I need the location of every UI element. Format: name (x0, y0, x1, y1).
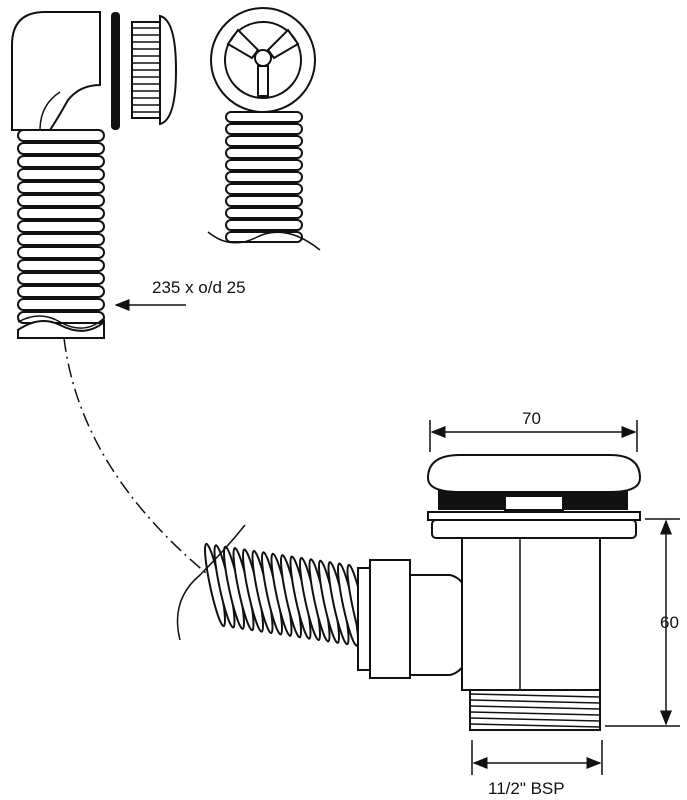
hose-rib (17, 285, 105, 298)
hose-rib (17, 220, 105, 233)
hose-rib (17, 207, 105, 220)
hose-rib (17, 194, 105, 207)
hose-rib (225, 111, 303, 123)
hose-rib (17, 233, 105, 246)
hose-rib (17, 246, 105, 259)
overflow-grate (210, 7, 316, 113)
gasket (111, 12, 120, 130)
hose-rib (17, 259, 105, 272)
overflow-elbow (11, 11, 101, 131)
hose-rib (225, 159, 303, 171)
hose-rib (17, 181, 105, 194)
height-label: 60 (660, 613, 679, 632)
thread-line (469, 717, 601, 722)
hose-rib (17, 142, 105, 155)
hose-middle (225, 111, 303, 243)
hose-rib (225, 183, 303, 195)
hose-rib (17, 168, 105, 181)
hose-bottom (203, 542, 369, 649)
hose-left (17, 129, 105, 324)
hose-dimension-label: 235 x o/d 25 (152, 278, 246, 297)
hose-left-cut (17, 319, 105, 339)
hose-rib (17, 272, 105, 285)
hose-rib (17, 298, 105, 311)
hose-rib (225, 171, 303, 183)
hose-rib (225, 231, 303, 243)
thread-line (469, 693, 601, 698)
hose-routing-line (63, 337, 213, 579)
hose-rib (225, 219, 303, 231)
waste-body (357, 454, 642, 731)
hose-rib (17, 129, 105, 142)
hose-rib (225, 195, 303, 207)
thread-line (469, 699, 601, 704)
hose-rib (225, 123, 303, 135)
cap-width-label: 70 (522, 409, 541, 428)
thread-line (469, 723, 601, 728)
thread-size-label: 11/2" BSP (488, 779, 565, 798)
back-nut (131, 14, 178, 126)
thread-line (469, 705, 601, 710)
hose-rib (225, 147, 303, 159)
hose-rib (225, 135, 303, 147)
hose-rib (225, 207, 303, 219)
hose-rib (17, 155, 105, 168)
thread-line (469, 711, 601, 716)
